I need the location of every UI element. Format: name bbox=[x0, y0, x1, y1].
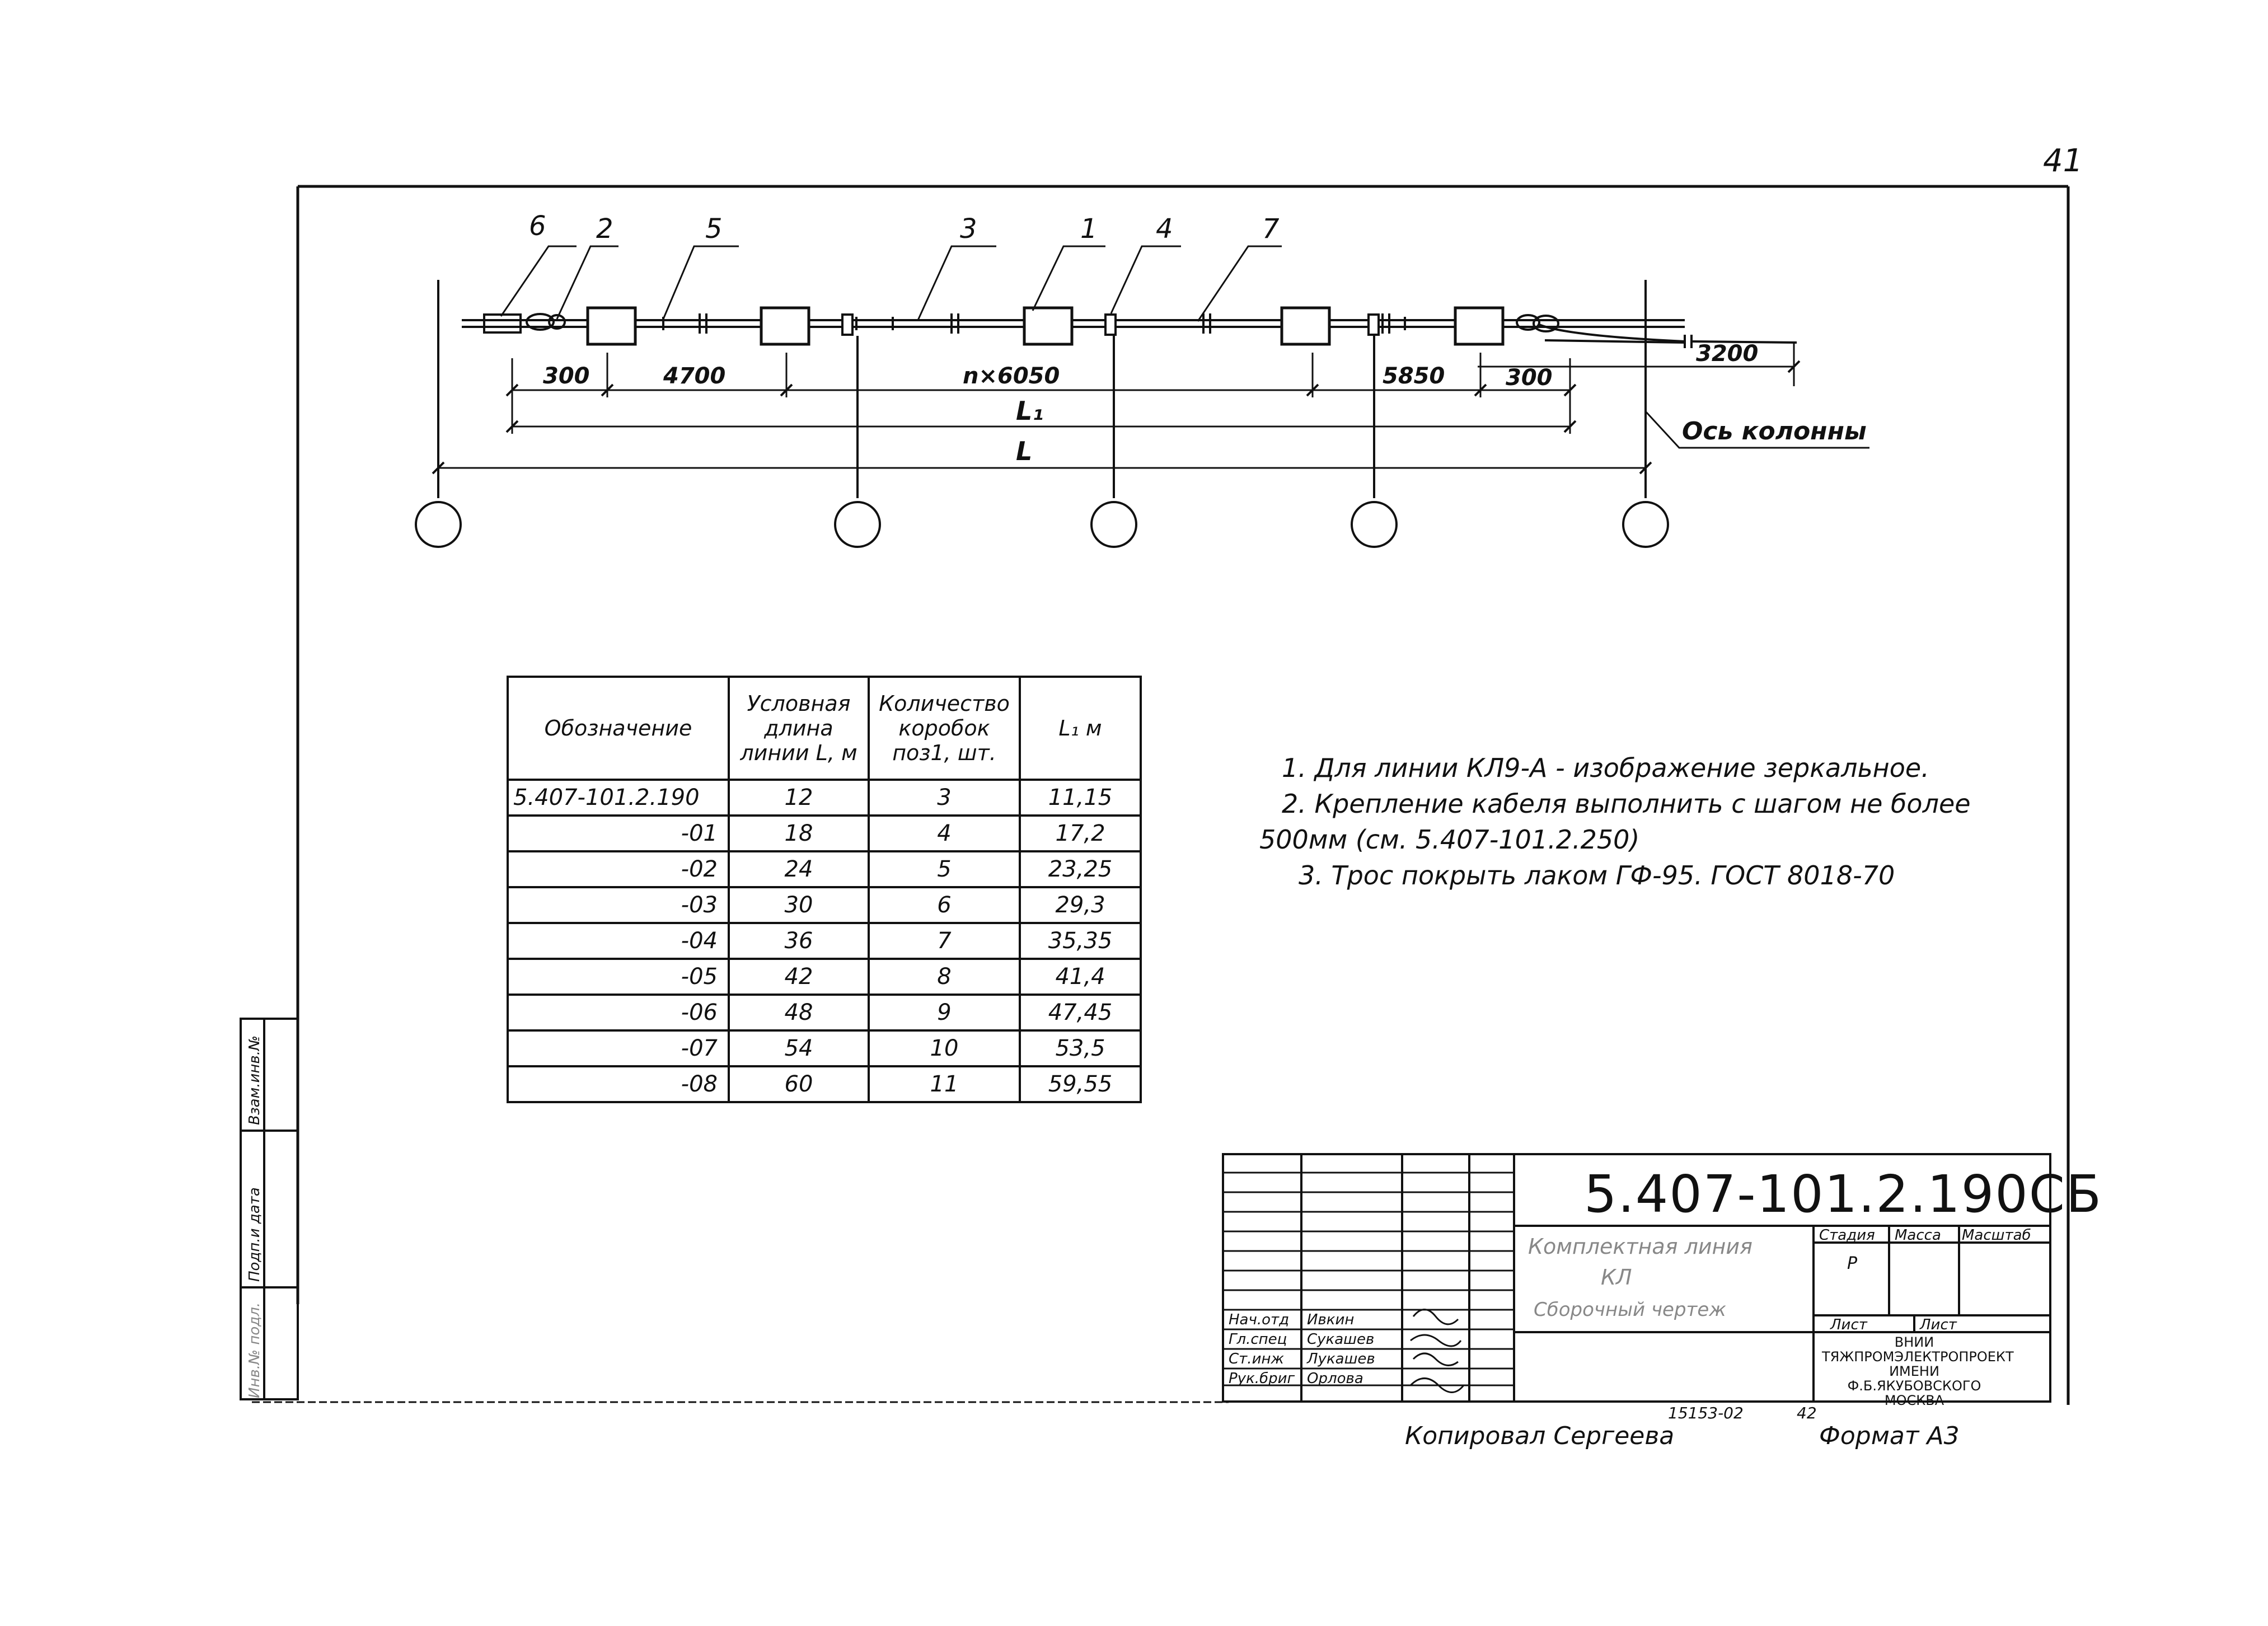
product-name-2: КЛ bbox=[1601, 1265, 1632, 1290]
header-l1: L₁ м bbox=[1019, 676, 1142, 781]
table-row: -02 24 5 23,25 bbox=[507, 850, 1142, 888]
product-name-3: Сборочный чертеж bbox=[1534, 1299, 1726, 1321]
stage-header: Стадия bbox=[1819, 1227, 1875, 1244]
dim-300-left: 300 bbox=[543, 363, 590, 389]
header-designation: Обозначение bbox=[507, 676, 730, 781]
note-3: 3. Трос покрыть лаком ГФ-95. ГОСТ 8018-7… bbox=[1299, 860, 1895, 891]
note-1: 1. Для линии КЛ9-А - изображение зеркаль… bbox=[1282, 753, 1929, 783]
header-length: Условная длина линии L, м bbox=[728, 676, 870, 781]
title-block-rows bbox=[1223, 1172, 1514, 1386]
name-4: Орлова bbox=[1307, 1370, 1363, 1387]
role-4: Рук.бриг bbox=[1229, 1370, 1295, 1387]
name-2: Сукашев bbox=[1307, 1331, 1375, 1348]
cable-tail bbox=[1539, 324, 1797, 348]
pos-label-5: 5 bbox=[705, 213, 723, 245]
side-stamp-replacement: Взам.инв.№ bbox=[246, 1035, 263, 1125]
pos-label-1: 1 bbox=[1080, 213, 1098, 245]
table-header-row: Обозначение Условная длина линии L, м Ко… bbox=[507, 676, 1142, 781]
dimension-ticks bbox=[432, 360, 1801, 475]
dimension-texts: 300 4700 n×6050 5850 300 3200 L₁ L Ось к… bbox=[543, 341, 1867, 466]
dimension-lines bbox=[438, 341, 1869, 469]
dim-3200: 3200 bbox=[1696, 341, 1758, 367]
dim-300-right: 300 bbox=[1506, 365, 1553, 391]
role-1: Нач.отд bbox=[1229, 1311, 1290, 1328]
notes: 1. Для линии КЛ9-А - изображение зеркаль… bbox=[1259, 750, 2043, 893]
side-stamp-box bbox=[240, 1018, 299, 1400]
side-stamp-inventory: Инв.№ подл. bbox=[246, 1302, 263, 1398]
cable-clamps bbox=[841, 313, 1380, 336]
dim-l1: L₁ bbox=[1016, 396, 1043, 426]
axis-label: Ось колонны bbox=[1682, 417, 1867, 446]
sheet-format: Формат А3 bbox=[1819, 1422, 1960, 1450]
org-line-4: МОСКВА bbox=[1884, 1393, 1944, 1408]
pos-label-2: 2 bbox=[596, 213, 613, 245]
table-row: -07 54 10 53,5 bbox=[507, 1029, 1142, 1067]
signatures bbox=[1409, 1309, 1465, 1393]
sheets-label: Лист bbox=[1920, 1316, 1957, 1333]
mass-header: Масса bbox=[1895, 1227, 1941, 1244]
dim-l: L bbox=[1016, 436, 1032, 466]
table-row: -04 36 7 35,35 bbox=[507, 922, 1142, 960]
product-name-1: Комплектная линия bbox=[1528, 1234, 1752, 1259]
side-stamp-signature-date: Подп.и дата bbox=[246, 1187, 263, 1282]
anchor-right bbox=[1516, 314, 1559, 332]
role-3: Ст.инж bbox=[1229, 1351, 1284, 1367]
stage-value: Р bbox=[1847, 1254, 1858, 1273]
table-row: -06 48 9 47,45 bbox=[507, 994, 1142, 1032]
copied-by: Копировал Сергеева bbox=[1405, 1422, 1675, 1450]
junction-boxes bbox=[586, 306, 1505, 346]
title-block-lines bbox=[1222, 1153, 2051, 1403]
dim-4700: 4700 bbox=[663, 363, 725, 389]
anchor-left bbox=[483, 313, 566, 334]
note-2-continued: 500мм (см. 5.407-101.2.250) bbox=[1259, 824, 1640, 855]
document-code: 5.407-101.2.190СБ bbox=[1584, 1164, 2103, 1224]
organization: ВНИИ ТЯЖПРОМЭЛЕКТРОПРОЕКТ ИМЕНИ Ф.Б.ЯКУБ… bbox=[1822, 1334, 2014, 1408]
archive-sheet: 42 bbox=[1797, 1404, 1817, 1422]
leader-lines bbox=[500, 245, 1282, 322]
table-row: -01 18 4 17,2 bbox=[507, 814, 1142, 852]
column-axes bbox=[415, 280, 1669, 548]
table-row: 5.407-101.2.190 12 3 11,15 bbox=[507, 779, 1142, 817]
header-boxes: Количество коробок поз1, шт. bbox=[868, 676, 1021, 781]
variants-table: Обозначение Условная длина линии L, м Ко… bbox=[507, 676, 1142, 1103]
scale-header: Масштаб bbox=[1962, 1227, 2031, 1244]
table-row: -03 30 6 29,3 bbox=[507, 886, 1142, 924]
table-row: -05 42 8 41,4 bbox=[507, 958, 1142, 996]
sheet-label: Лист bbox=[1830, 1316, 1867, 1333]
position-labels: 6 2 5 3 1 4 7 bbox=[529, 210, 1280, 245]
org-line-1: ВНИИ bbox=[1894, 1334, 1934, 1350]
role-2: Гл.спец bbox=[1229, 1331, 1287, 1348]
archive-number: 15153-02 bbox=[1668, 1404, 1744, 1422]
pos-label-7: 7 bbox=[1262, 213, 1280, 245]
page-number: 41 bbox=[2043, 143, 2083, 179]
table-row: -08 60 11 59,55 bbox=[507, 1065, 1142, 1103]
note-2: 2. Крепление кабеля выполнить с шагом не… bbox=[1282, 789, 1971, 819]
dim-n-6050: n×6050 bbox=[963, 363, 1060, 389]
pos-label-6: 6 bbox=[529, 210, 546, 242]
pos-label-3: 3 bbox=[960, 213, 977, 245]
org-line-3: ИМЕНИ Ф.Б.ЯКУБОВСКОГО bbox=[1847, 1363, 1981, 1394]
name-3: Лукашев bbox=[1307, 1351, 1375, 1367]
org-line-2: ТЯЖПРОМЭЛЕКТРОПРОЕКТ bbox=[1822, 1349, 2014, 1365]
name-1: Ивкин bbox=[1307, 1311, 1355, 1328]
dim-5850: 5850 bbox=[1383, 363, 1445, 389]
pos-label-4: 4 bbox=[1156, 213, 1173, 245]
